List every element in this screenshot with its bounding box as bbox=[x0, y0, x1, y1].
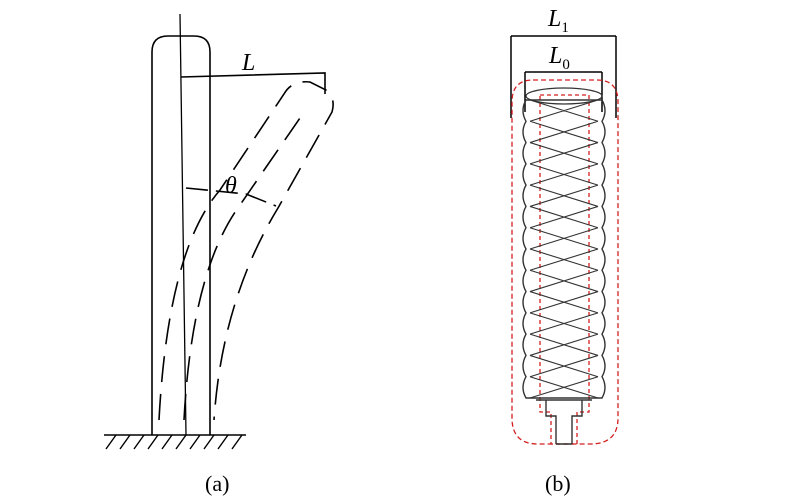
coil-zigzag bbox=[529, 99, 599, 399]
angle-label: θ bbox=[225, 173, 237, 199]
panel-b bbox=[510, 35, 619, 445]
dimension-l1 bbox=[510, 35, 617, 118]
deflected-stem bbox=[158, 80, 334, 421]
outer-envelope bbox=[511, 79, 619, 445]
l1-label: L1 bbox=[547, 6, 569, 36]
dimension-l0 bbox=[524, 71, 603, 112]
length-label: L bbox=[241, 50, 255, 76]
length-reference bbox=[180, 72, 326, 94]
coil-plug bbox=[536, 399, 592, 445]
ground-hatching bbox=[105, 434, 243, 450]
inner-core bbox=[539, 94, 590, 445]
l0-label: L0 bbox=[548, 43, 570, 73]
upright-axis bbox=[179, 13, 187, 436]
caption-a: (a) bbox=[205, 471, 229, 496]
caption-b: (b) bbox=[545, 471, 571, 496]
upright-stem bbox=[151, 35, 211, 435]
coil-outline bbox=[522, 99, 606, 399]
coil-top-cap bbox=[525, 87, 603, 105]
angle-indicator bbox=[185, 187, 277, 207]
panel-a bbox=[104, 13, 334, 450]
